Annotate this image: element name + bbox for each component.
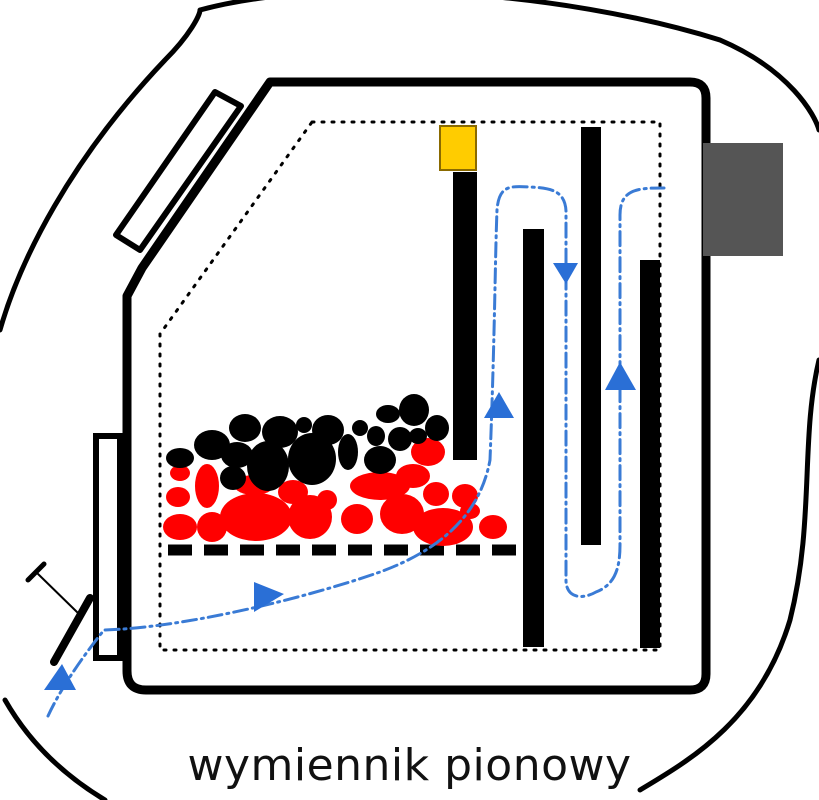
flow-arrow-icon (484, 392, 514, 418)
flow-path (46, 185, 666, 718)
air-flap-handle (25, 561, 47, 583)
baffle-3 (581, 127, 601, 545)
ash-door (93, 433, 123, 661)
boiler-body (122, 77, 711, 695)
baffle-4 (640, 260, 660, 648)
flow-arrow-icon (44, 664, 76, 690)
air-flap (50, 594, 94, 666)
feed-door (113, 89, 244, 253)
diagram-caption: wymiennik pionowy (187, 740, 632, 791)
flow-arrow-icon (553, 263, 578, 284)
flow-arrow-icon (605, 362, 636, 390)
flue-outlet (703, 143, 783, 256)
water-jacket (158, 120, 662, 652)
baffle-2 (523, 229, 544, 647)
air-flap-rod (35, 571, 79, 614)
flow-arrow-icon (254, 582, 284, 612)
baffle-1 (453, 172, 477, 460)
coal (166, 394, 449, 491)
sensor-square (439, 125, 477, 171)
